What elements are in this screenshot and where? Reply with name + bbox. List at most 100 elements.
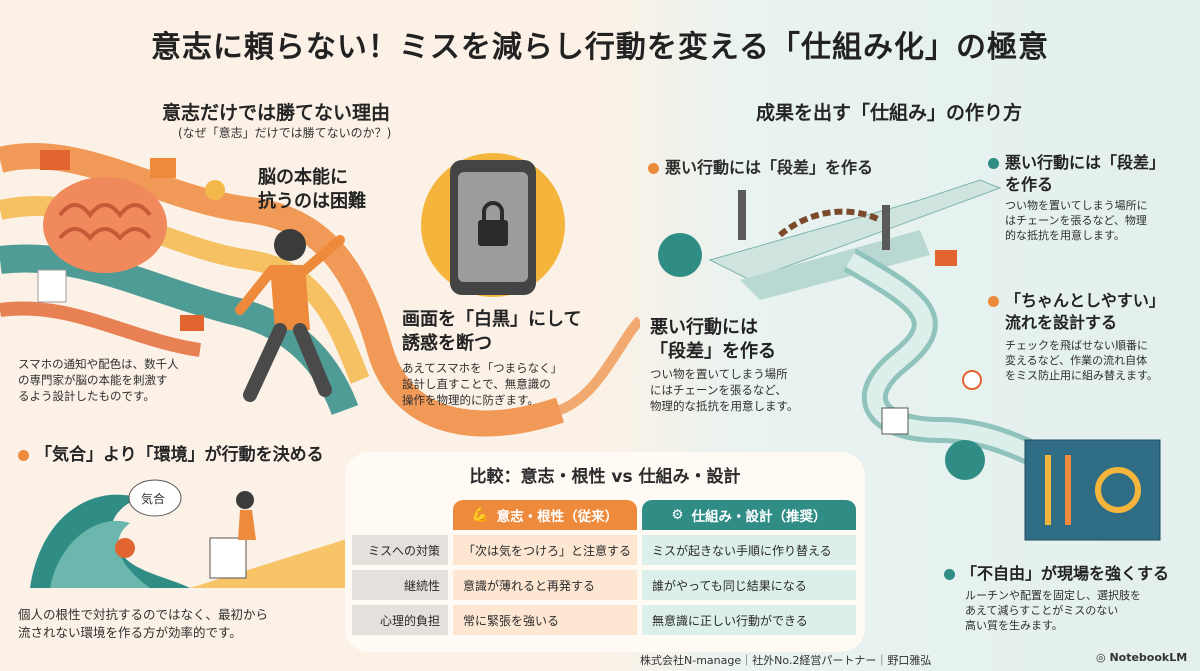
notebook-icon: ◎ <box>1096 651 1106 664</box>
column-header-label: 意志・根性（従来） <box>496 509 619 525</box>
step-top-text: 悪い行動には「段差」を作る <box>665 158 874 177</box>
r2-heading-line: 「ちゃんとしやすい」 <box>1005 291 1165 310</box>
phone-body-line: 設計し直すことで、無意識の <box>402 377 551 391</box>
sign-icon <box>935 250 957 266</box>
r2-body-line: をミス防止用に組み替えます。 <box>1005 369 1158 382</box>
brain-heading: 脳の本能に 抗うのは困難 <box>258 166 366 214</box>
walking-person-icon <box>235 229 345 402</box>
bullet-dot-icon <box>648 163 659 174</box>
wrench-icon <box>1065 455 1071 525</box>
ball-icon <box>945 440 985 480</box>
right-section-title: 成果を出す「仕組み」の作り方 <box>756 102 1023 124</box>
r1-heading-line: 悪い行動には「段差」 <box>1005 153 1166 172</box>
sns-body-line: スマホの通知や配色は、数千人 <box>18 357 179 371</box>
table-cell-willpower: 「次は気をつけろ」と注意する <box>453 535 637 565</box>
screwdriver-icon <box>1045 455 1051 525</box>
bullet-dot-icon <box>988 296 999 307</box>
left-illustration <box>0 143 640 437</box>
envelope-icon <box>40 150 70 170</box>
column-header-system: ⚙ 仕組み・設計（推奨） <box>642 500 856 530</box>
sns-body: スマホの通知や配色は、数千人 の専門家が脳の本能を刺激す るよう設計したものです… <box>18 356 179 404</box>
envelope-icon <box>150 158 176 178</box>
table-cell-willpower: 常に緊張を強いる <box>453 605 637 635</box>
phone-heading-line: 画面を「白黒」にして <box>402 309 582 330</box>
env-heading-text: 「気合」より「環境」が行動を決める <box>35 445 324 465</box>
r2-heading-line: 流れを設計する <box>1005 313 1118 332</box>
right-point-1-heading: 悪い行動には「段差」 を作る <box>988 152 1165 196</box>
chain-icon <box>778 208 882 238</box>
bullet-dot-icon <box>18 449 29 461</box>
comparison-title: 比較：意志・根性 vs 仕組み・設計 <box>469 467 741 487</box>
speech-bubble <box>128 479 182 517</box>
mid-body-line: 物理的な抵抗を用意します。 <box>650 399 799 413</box>
r3-body-line: ルーチンや配置を固定し、選択肢を <box>965 589 1141 602</box>
phone-body-line: あえてスマホを「つまらなく」 <box>402 361 563 375</box>
bullet-dot-icon <box>944 569 955 580</box>
smartphone-lock-icon <box>450 160 536 295</box>
right-illustration <box>658 179 1161 541</box>
table-row-label: ミスへの対策 <box>352 535 448 565</box>
right-point-3-body: ルーチンや配置を固定し、選択肢を あえて減らすことがミスのない 高い質を生みます… <box>965 588 1141 633</box>
brain-heading-line: 脳の本能に <box>258 167 348 188</box>
r1-body-line: はチェーンを張るなど、物理 <box>1005 214 1147 227</box>
table-row-label: 心理的負担 <box>352 605 448 635</box>
right-point-3-heading: 「不自由」が現場を強くする <box>944 562 1169 586</box>
phone-body: あえてスマホを「つまらなく」 設計し直すことで、無意識の 操作を物理的に防ぎます… <box>402 360 562 408</box>
column-header-willpower: 💪 意志・根性（従来） <box>453 500 637 530</box>
phone-heading-line: 誘惑を断つ <box>402 333 492 354</box>
brain-heading-line: 抗うのは困難 <box>258 191 366 212</box>
table-cell-system: ミスが起きない手順に作り替える <box>642 535 856 565</box>
env-body-line: 流されない環境を作る方が効率的です。 <box>18 625 242 640</box>
r2-body-line: 変えるなど、作業の流れ自体 <box>1005 354 1148 367</box>
r3-body-line: あえて減らすことがミスのない <box>965 604 1119 617</box>
r1-heading-line: を作る <box>1005 175 1054 194</box>
table-cell-system: 誰がやっても同じ結果になる <box>642 570 856 600</box>
r2-body-line: チェックを飛ばせない順番に <box>1005 339 1148 352</box>
right-point-2-body: チェックを飛ばせない順番に 変えるなど、作業の流れ自体 をミス防止用に組み替えま… <box>1005 338 1158 383</box>
right-point-1-body: つい物を置いてしまう場所に はチェーンを張るなど、物理 的な抵抗を用意します。 <box>1005 198 1148 243</box>
mid-heading: 悪い行動には 「段差」を作る <box>650 316 776 364</box>
phone-heading: 画面を「白黒」にして 誘惑を断つ <box>402 308 581 356</box>
r3-body-line: 高い質を生みます。 <box>965 619 1063 632</box>
flexed-arm-icon: 💪 <box>471 507 489 523</box>
r1-body-line: つい物を置いてしまう場所に <box>1005 199 1148 212</box>
barrier-icon <box>881 407 909 435</box>
struggling-person-icon <box>115 538 135 558</box>
brain-icon <box>43 177 167 273</box>
barrier-icon <box>209 537 247 579</box>
sns-body-line: の専門家が脳の本能を刺激す <box>18 373 168 387</box>
sns-body-line: るよう設計したものです。 <box>18 389 155 403</box>
table-row-label: 継続性 <box>352 570 448 600</box>
gear-icon: ⚙ <box>671 507 684 523</box>
phone-body-line: 操作を物理的に防ぎます。 <box>402 393 539 407</box>
step-top: 悪い行動には「段差」を作る <box>648 154 873 178</box>
mid-body-line: つい物を置いてしまう場所 <box>650 367 788 381</box>
bell-icon <box>205 180 225 200</box>
gear-icon <box>1095 467 1141 513</box>
wave-illustration: 気合 <box>30 479 350 588</box>
brand-name: NotebookLM <box>1109 651 1188 664</box>
footer-credit: 株式会社N-manage｜社外No.2経営パートナー｜野口雅弘 <box>640 654 932 667</box>
r1-body-line: 的な抵抗を用意します。 <box>1005 229 1125 242</box>
brand-logo: ◎ NotebookLM <box>1096 651 1187 664</box>
table-cell-willpower: 意識が薄れると再発する <box>453 570 637 600</box>
envelope-icon <box>180 315 204 331</box>
mid-body: つい物を置いてしまう場所 にはチェーンを張るなど、 物理的な抵抗を用意します。 <box>650 366 798 414</box>
mid-heading-line: 「段差」を作る <box>650 341 776 362</box>
env-body: 個人の根性で対抗するのではなく、最初から 流されない環境を作る方が効率的です。 <box>18 606 268 642</box>
ball-icon <box>658 233 702 277</box>
stop-marker-icon <box>962 370 982 390</box>
right-point-2-heading: 「ちゃんとしやすい」 流れを設計する <box>988 290 1165 334</box>
document-icon <box>37 269 67 303</box>
bullet-dot-icon <box>988 158 999 169</box>
page-title: 意志に頼らない！ミスを減らし行動を変える「仕組み化」の極意 <box>150 30 1050 65</box>
walking-person-icon <box>236 491 254 509</box>
column-header-label: 仕組み・設計（推奨） <box>691 509 827 525</box>
table-cell-system: 無意識に正しい行動ができる <box>642 605 856 635</box>
left-section-subtitle: (なぜ「意志」だけでは勝てないのか？) <box>178 126 392 140</box>
r3-heading-text: 「不自由」が現場を強くする <box>961 564 1170 583</box>
env-body-line: 個人の根性で対抗するのではなく、最初から <box>18 607 269 622</box>
left-section-title: 意志だけでは勝てない理由 <box>162 102 391 124</box>
env-heading: 「気合」より「環境」が行動を決める <box>18 440 324 465</box>
wave-label: 気合 <box>141 491 165 506</box>
